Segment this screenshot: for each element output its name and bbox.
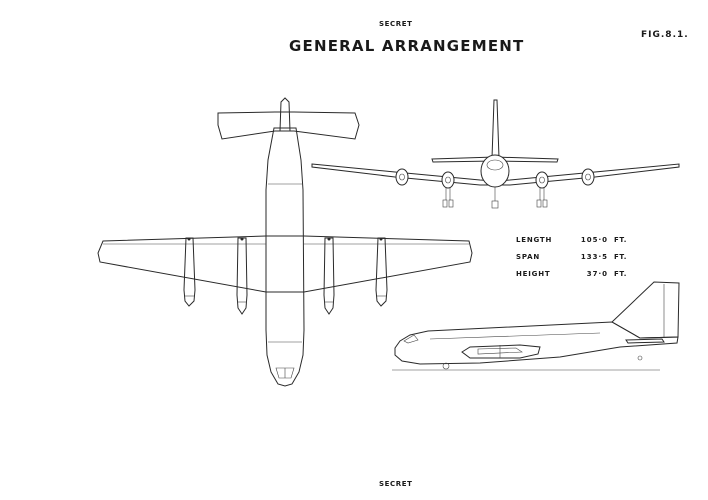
plan-view	[97, 97, 473, 387]
dimension-label: SPAN	[516, 252, 541, 261]
dimension-value: 105·0	[580, 235, 608, 244]
side-cockpit	[403, 334, 419, 344]
figure-number: FIG.8.1.	[641, 30, 689, 40]
dimension-row-span: SPAN 133·5 FT.	[516, 248, 638, 265]
drawing-title: GENERAL ARRANGEMENT	[289, 37, 525, 55]
dimension-label: LENGTH	[516, 235, 553, 244]
side-fin	[611, 281, 680, 339]
dimension-unit: FT.	[614, 269, 627, 278]
side-nacelle	[461, 344, 541, 359]
plan-fuselage	[265, 127, 305, 387]
dimension-row-length: LENGTH 105·0 FT.	[516, 231, 638, 248]
dimension-unit: FT.	[614, 235, 627, 244]
front-nacelles	[395, 168, 595, 189]
dimensions-table: LENGTH 105·0 FT. SPAN 133·5 FT. HEIGHT 3…	[516, 231, 638, 282]
dimension-unit: FT.	[614, 252, 627, 261]
classification-bottom: SECRET	[379, 480, 413, 488]
plan-tailplane	[217, 111, 360, 140]
dimension-value: 133·5	[580, 252, 608, 261]
classification-top: SECRET	[379, 20, 413, 28]
dimension-value: 37·0	[586, 269, 608, 278]
side-view	[392, 281, 680, 371]
front-view	[311, 99, 680, 209]
plan-cockpit	[275, 367, 295, 379]
dimension-row-height: HEIGHT 37·0 FT.	[516, 265, 638, 282]
plan-wing	[97, 235, 473, 293]
side-fuselage	[394, 321, 679, 365]
dimension-label: HEIGHT	[516, 269, 551, 278]
front-undercarriage	[442, 187, 548, 209]
front-fin	[491, 99, 500, 159]
front-wing	[311, 163, 680, 186]
plan-nacelles	[183, 237, 388, 315]
plan-fin	[279, 97, 291, 132]
